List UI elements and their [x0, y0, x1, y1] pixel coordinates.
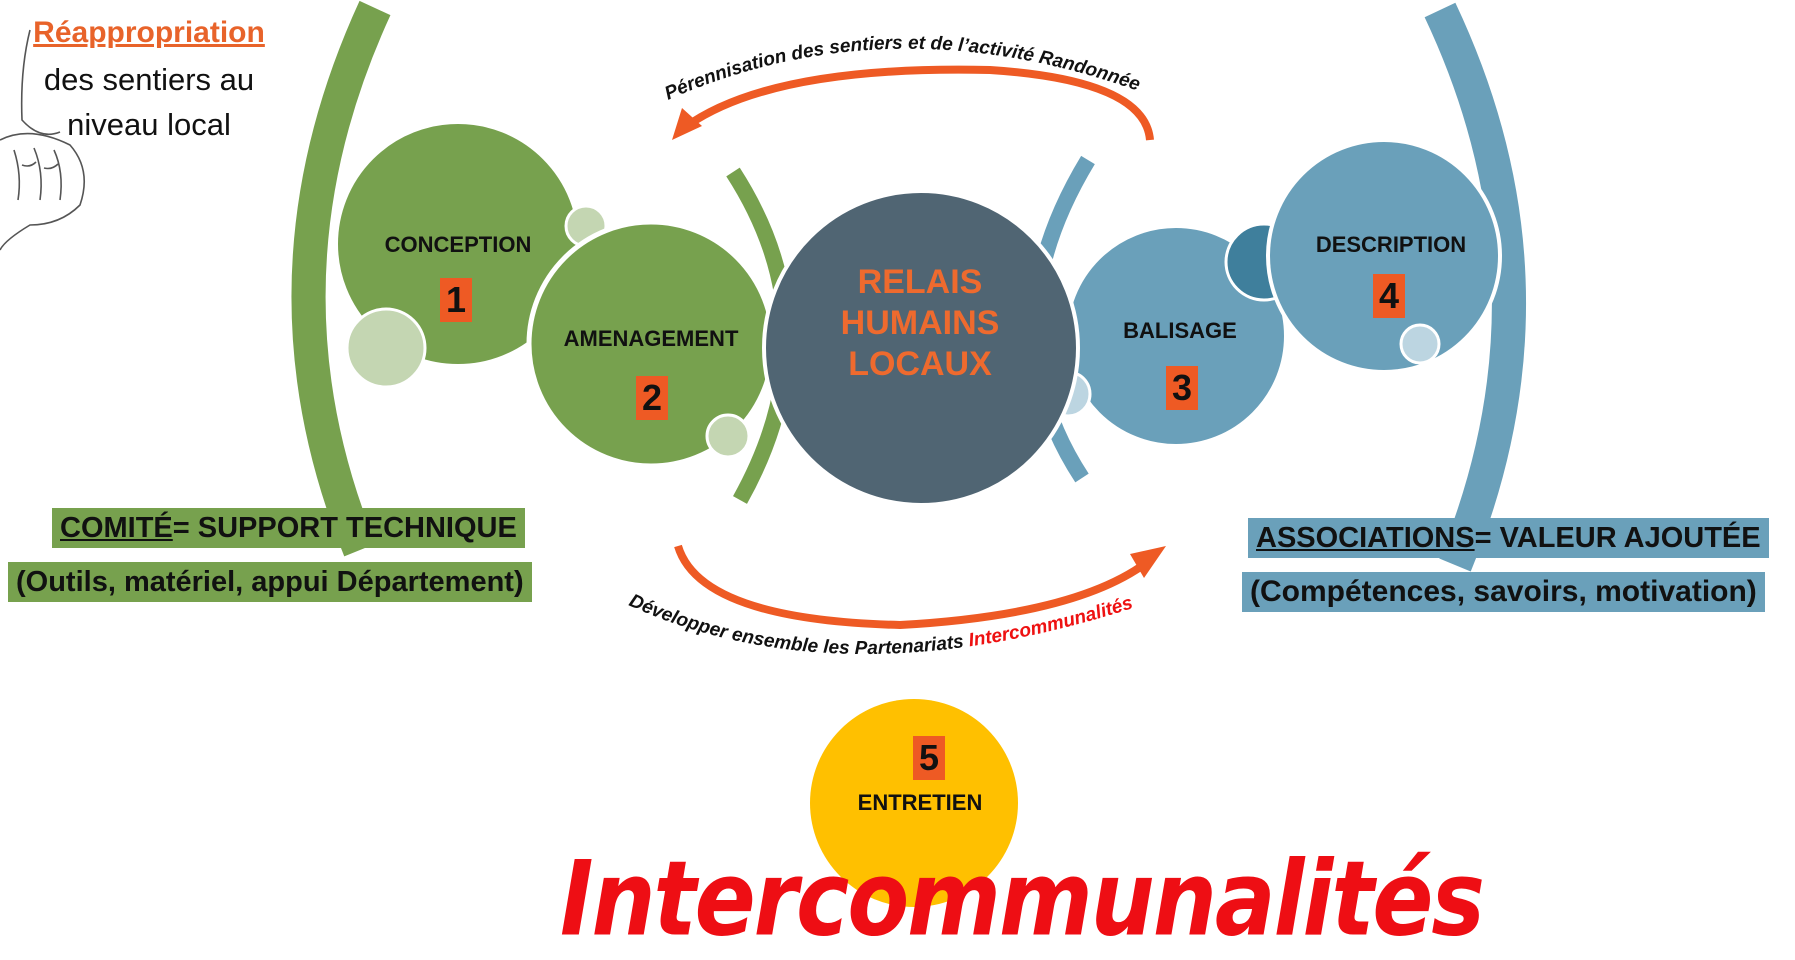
top-arrowhead: [672, 108, 702, 140]
note-line-2: niveau local: [67, 107, 231, 142]
relais-circle: [762, 189, 1080, 507]
intercommunalites-wordart: Intercommunalités: [560, 839, 1485, 960]
step-2-number: 2: [636, 376, 668, 420]
step-1-number: 1: [440, 278, 472, 322]
note-line-1: des sentiers au: [43, 62, 255, 97]
relais-line-3: LOCAUX: [848, 345, 992, 383]
bottom-arrow: [674, 544, 1153, 630]
description-bubble-small: [1399, 323, 1441, 365]
comite-subtitle: (Outils, matériel, appui Département): [8, 562, 532, 602]
associations-heading: ASSOCIATIONS= VALEUR AJOUTÉE: [1248, 518, 1769, 558]
step-5-label: ENTRETIEN: [857, 790, 983, 815]
associations-subtitle: (Compétences, savoirs, motivation): [1242, 572, 1765, 612]
note-title: Réappropriation: [33, 16, 265, 49]
associations-bracket-arc: [1424, 2, 1526, 572]
relais-label: RELAIS HUMAINS LOCAUX: [770, 262, 1070, 385]
amenagement-bubble: [705, 413, 751, 459]
comite-heading-rest: = SUPPORT TECHNIQUE: [172, 512, 517, 544]
step-2-label: AMENAGEMENT: [563, 326, 739, 351]
step-3-number: 3: [1166, 366, 1198, 410]
step-1-label: CONCEPTION: [384, 232, 532, 257]
step-4-number: 4: [1373, 274, 1405, 318]
hand-sketch-icon: [0, 29, 86, 251]
step-4-label: DESCRIPTION: [1315, 232, 1467, 257]
bottom-arrowhead: [1130, 546, 1166, 578]
conception-bubble-large: [345, 307, 427, 389]
associations-heading-rest: = VALEUR AJOUTÉE: [1474, 522, 1761, 554]
comite-heading-underlined: COMITÉ: [60, 512, 173, 544]
comite-bracket-arc: [291, 0, 391, 557]
associations-heading-underlined: ASSOCIATIONS: [1256, 522, 1475, 554]
description-circle: [1266, 138, 1502, 374]
entretien-circle: [810, 699, 1018, 907]
comite-heading: COMITÉ= SUPPORT TECHNIQUE: [52, 508, 525, 548]
step-3-label: BALISAGE: [1123, 318, 1237, 343]
relais-line-2: HUMAINS: [840, 304, 1000, 342]
step-5-number: 5: [913, 736, 945, 780]
relais-line-1: RELAIS: [857, 263, 983, 301]
top-arrow: [681, 65, 1154, 141]
